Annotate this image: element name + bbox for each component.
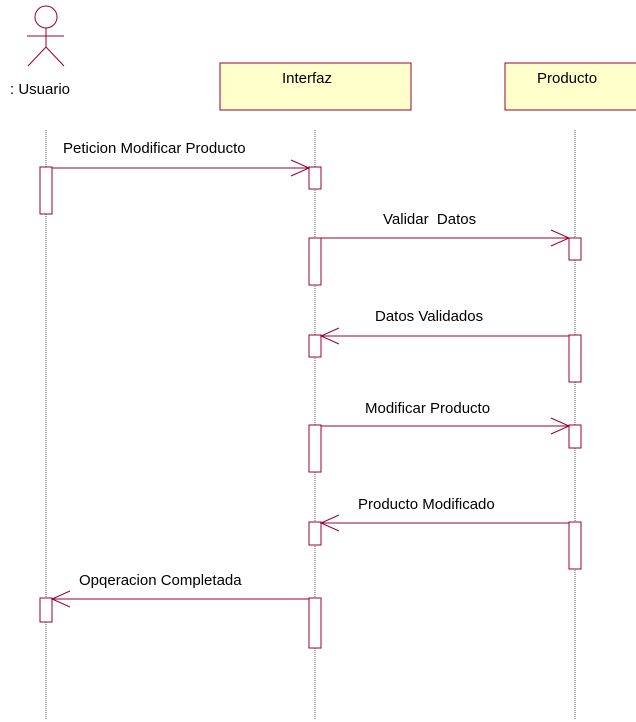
- producto-object-box: [504, 62, 636, 111]
- actor-activation-bar: [39, 166, 53, 215]
- producto-activation-bar: [568, 334, 582, 383]
- actor-icon: [27, 5, 65, 67]
- interfaz-activation-bar: [308, 334, 322, 358]
- message-arrow: [319, 327, 569, 345]
- interfaz-activation-bar: [308, 237, 322, 286]
- message-arrow: [52, 159, 311, 177]
- producto-activation-bar: [568, 521, 582, 570]
- message-label: Datos Validados: [375, 308, 483, 325]
- producto-label: Producto: [537, 70, 597, 87]
- interfaz-activation-bar: [308, 597, 322, 649]
- producto-activation-bar: [568, 237, 582, 261]
- message-arrow: [321, 229, 571, 247]
- message-label: Validar Datos: [383, 211, 476, 228]
- actor-activation-bar: [39, 597, 53, 623]
- message-arrow: [319, 514, 569, 532]
- interfaz-object-box: [219, 62, 412, 111]
- actor-label: : Usuario: [10, 81, 70, 98]
- message-label: Peticion Modificar Producto: [63, 140, 246, 157]
- interfaz-activation-bar: [308, 521, 322, 546]
- interfaz-activation-bar: [308, 424, 322, 473]
- message-label: Opqeracion Completada: [79, 572, 242, 589]
- interfaz-activation-bar: [308, 166, 322, 190]
- message-label: Producto Modificado: [358, 496, 495, 513]
- message-arrow: [50, 590, 309, 608]
- message-label: Modificar Producto: [365, 400, 490, 417]
- producto-activation-bar: [568, 424, 582, 449]
- interfaz-label: Interfaz: [282, 70, 332, 87]
- message-arrow: [321, 417, 571, 435]
